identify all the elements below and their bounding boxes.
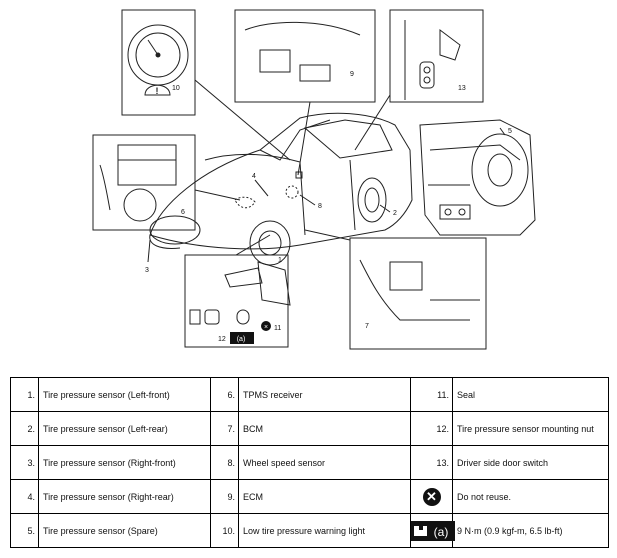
legend-item-label: BCM [238, 411, 411, 446]
legend-item-number: 3. [10, 445, 39, 480]
legend-item-label: Tire pressure sensor mounting nut [452, 411, 609, 446]
legend-item-label: Tire pressure sensor (Right-rear) [38, 479, 211, 514]
callout-8: 8 [318, 203, 322, 210]
legend-item-label: Do not reuse. [452, 479, 609, 514]
legend-item-number: 11. [410, 377, 453, 412]
vehicle-rear-illustration [419, 119, 536, 236]
legend-row: 5.Tire pressure sensor (Spare)10.Low tir… [10, 513, 609, 548]
legend-item-number: 4. [10, 479, 39, 514]
torque-tag: (a) [434, 525, 449, 539]
callout-3: 3 [145, 267, 149, 274]
callout-12: 12 [218, 336, 226, 343]
legend-item-number: 9. [210, 479, 239, 514]
legend-item-label: ECM [238, 479, 411, 514]
callout-7: 7 [365, 323, 369, 330]
legend-item-label: TPMS receiver [238, 377, 411, 412]
inset-tire-sensor [184, 234, 291, 348]
legend-item-label: Low tire pressure warning light [238, 513, 411, 548]
legend-item-number: 5. [10, 513, 39, 548]
callout-10: 10 [172, 85, 180, 92]
svg-text:×: × [264, 324, 268, 331]
torque-wrench-icon: (a) [410, 513, 455, 548]
legend-item-label: Tire pressure sensor (Spare) [38, 513, 211, 548]
legend-item-label: 9 N·m (0.9 kgf-m, 6.5 lb-ft) [452, 513, 609, 548]
vehicle-front-illustration [149, 112, 413, 266]
callout-2: 2 [393, 210, 397, 217]
callout-11: 11 [274, 325, 281, 332]
svg-text:!: ! [156, 86, 159, 96]
inset-tpms-receiver [92, 134, 241, 231]
legend-row: 3.Tire pressure sensor (Right-front)8.Wh… [10, 445, 609, 480]
legend-item-number: 13. [410, 445, 453, 480]
legend-item-label: Tire pressure sensor (Left-rear) [38, 411, 211, 446]
torque-tag-label: (a) [237, 336, 246, 343]
legend-item-label: Tire pressure sensor (Left-front) [38, 377, 211, 412]
legend-item-number: 6. [210, 377, 239, 412]
tpms-component-location-diagram: ! [92, 9, 536, 350]
legend-item-number: 7. [210, 411, 239, 446]
legend-item-label: Seal [452, 377, 609, 412]
do-not-reuse-icon: ✕ [410, 479, 453, 514]
legend-item-number: 10. [210, 513, 239, 548]
callout-13: 13 [458, 85, 466, 92]
callout-1: 1 [278, 257, 282, 264]
legend-item-number: 2. [10, 411, 39, 446]
do-not-reuse-icon [261, 321, 271, 331]
torque-wrench-icon [230, 332, 254, 344]
callout-9: 9 [350, 71, 354, 78]
legend-item-number: 1. [10, 377, 39, 412]
callout-4: 4 [252, 173, 256, 180]
legend-item-label: Driver side door switch [452, 445, 609, 480]
inset-ecm [234, 9, 376, 176]
legend-item-label: Tire pressure sensor (Right-front) [38, 445, 211, 480]
legend-item-label: Wheel speed sensor [238, 445, 411, 480]
component-legend-table: 1.Tire pressure sensor (Left-front)6.TPM… [10, 377, 609, 548]
legend-item-number: 8. [210, 445, 239, 480]
legend-item-number: 12. [410, 411, 453, 446]
inset-instrument-cluster: ! [121, 9, 291, 161]
inset-bcm [304, 229, 487, 350]
inset-door-switch [354, 9, 484, 151]
legend-row: 4.Tire pressure sensor (Right-rear)9.ECM… [10, 479, 609, 514]
callout-5: 5 [508, 128, 512, 135]
callout-6: 6 [181, 209, 185, 216]
legend-row: 1.Tire pressure sensor (Left-front)6.TPM… [10, 377, 609, 412]
